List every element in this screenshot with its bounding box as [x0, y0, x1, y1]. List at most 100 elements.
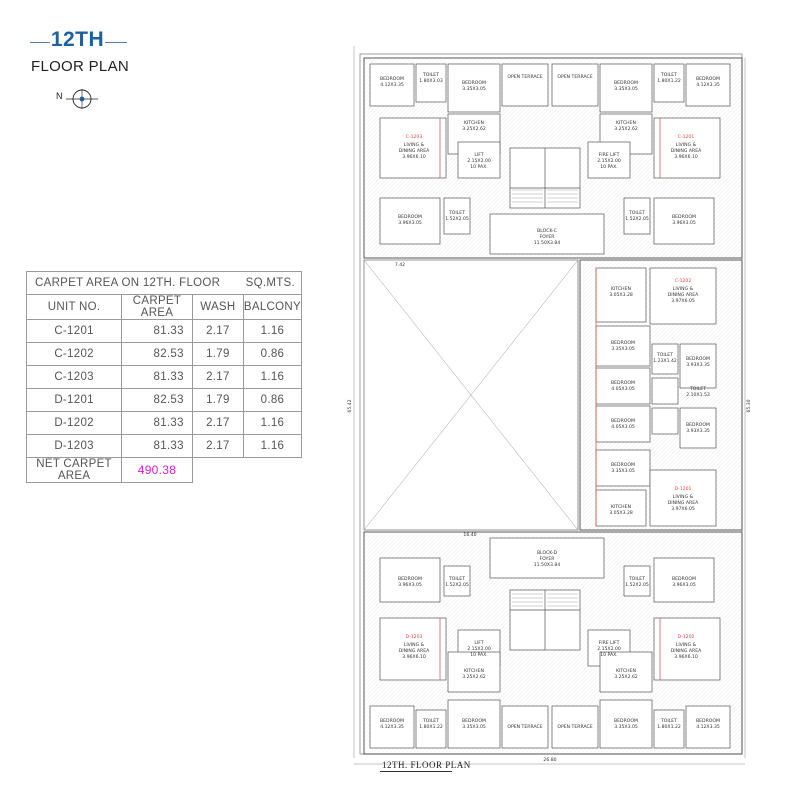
floor-number: 12TH [50, 28, 105, 51]
carpet-cell: 82.53 [121, 342, 193, 366]
carpet-cell: 81.33 [121, 411, 193, 435]
room-label: LIVING & [676, 642, 697, 648]
wash-cell: 2.17 [191, 411, 244, 435]
room-size: 3.96X3.05 [398, 220, 422, 226]
room-label: BEDROOM [462, 80, 486, 86]
unit-label: D-1203 [406, 634, 423, 640]
column-header: BALCONY [242, 294, 303, 320]
wash-cell: 2.17 [191, 434, 244, 458]
room-label: TOILET [660, 72, 677, 78]
room-label: BEDROOM [611, 340, 635, 346]
net-empty-cell [191, 457, 244, 483]
room-size: 1.80X1.22 [657, 724, 681, 730]
table-unit: SQ.MTS. [243, 271, 303, 295]
room-size: 3.96X3.05 [672, 220, 696, 226]
room-size: 3.96X6.10 [674, 154, 698, 160]
room-label: TOILET [448, 210, 465, 216]
room-label: KITCHEN [464, 668, 484, 674]
room-size: 3.93X3.35 [686, 428, 710, 434]
room-label: TOILET [422, 718, 439, 724]
room-size: 3.35X3.05 [462, 724, 486, 730]
room-label: KITCHEN [611, 286, 631, 292]
room-size: 1.52X2.05 [445, 582, 469, 588]
table-row: D-1201 82.53 1.79 0.86 [25, 388, 303, 412]
balcony-cell: 1.16 [242, 319, 303, 343]
room-label: BEDROOM [611, 380, 635, 386]
room-size: 3.35X3.05 [462, 86, 486, 92]
room-size: 4.05X3.05 [611, 424, 635, 430]
table-row: C-1203 81.33 2.17 1.16 [25, 365, 303, 389]
room-size: 3.35X3.05 [614, 724, 638, 730]
room-size: 2.15X2.00 [467, 646, 491, 652]
unit-label: C-1203 [406, 134, 423, 140]
unit-label: D-1201 [675, 486, 692, 492]
room-size: 3.25X2.62 [462, 126, 486, 132]
column-header: UNIT NO. [25, 294, 123, 320]
room-label: OPEN TERRACE [557, 724, 592, 730]
title-rule-right [105, 42, 127, 43]
room-size: 3.93X3.35 [686, 362, 710, 368]
room-size: 3.96X6.10 [402, 654, 426, 660]
room-size: 3.35X3.05 [614, 86, 638, 92]
carpet-cell: 81.33 [121, 365, 193, 389]
room-label: BEDROOM [611, 462, 635, 468]
room-label: LIVING & [673, 494, 694, 500]
room-label: TOILET [448, 576, 465, 582]
plan-caption-underline [380, 771, 452, 772]
room-size: 1.80X3.03 [419, 78, 443, 84]
room-size: 1.52X2.05 [445, 216, 469, 222]
dimension-label: 65.30 [746, 399, 752, 412]
table-row: C-1202 82.53 1.79 0.86 [25, 342, 303, 366]
dimension-label: 16.40 [463, 532, 476, 538]
room-label: BEDROOM [686, 422, 710, 428]
unit-label: C-1202 [675, 278, 692, 284]
room-size: 3.96X6.10 [402, 154, 426, 160]
room-label: TOILET [422, 72, 439, 78]
room-label: 10 PAX. [470, 164, 488, 170]
title-rule-left [30, 42, 50, 43]
room-size: 4.12X3.35 [380, 82, 404, 88]
room-size: 3.96X3.05 [398, 582, 422, 588]
room-size: 1.23X1.42 [653, 358, 677, 364]
room-size: 3.96X6.10 [674, 654, 698, 660]
room-label: LIFT [474, 152, 483, 158]
room-label: LIVING & [673, 286, 694, 292]
wash-cell: 1.79 [191, 342, 244, 366]
room-label: LIFT [474, 640, 483, 646]
room-label: TOILET [656, 352, 673, 358]
balcony-cell: 1.16 [242, 365, 303, 389]
room-size: 3.25X2.62 [462, 674, 486, 680]
room-label: KITCHEN [464, 120, 484, 126]
room-label: OPEN TERRACE [557, 74, 592, 80]
room-label: BEDROOM [398, 576, 422, 582]
room-label: OPEN TERRACE [507, 724, 542, 730]
room-size: 2.15X2.00 [597, 158, 621, 164]
unit-cell: D-1202 [25, 411, 123, 435]
room-label: DINING AREA [668, 292, 699, 298]
room-label: LIVING & [404, 642, 425, 648]
room-size: 1.80X1.22 [419, 724, 443, 730]
net-empty-cell [243, 457, 302, 483]
table-row: D-1202 81.33 2.17 1.16 [25, 411, 303, 435]
room-size: 3.05X3.28 [609, 510, 633, 516]
room-label: BEDROOM [398, 214, 422, 220]
unit-cell: D-1201 [25, 388, 123, 412]
room-size: 4.05X3.05 [611, 386, 635, 392]
room-label: KITCHEN [616, 120, 636, 126]
table-heading-row: CARPET AREA ON 12TH. FLOOR SQ.MTS. [26, 271, 303, 295]
north-label: N [56, 91, 63, 101]
room-size: 3.25X2.62 [614, 674, 638, 680]
room-label: BEDROOM [696, 76, 720, 82]
room-size: 3.25X2.62 [614, 126, 638, 132]
dimension-label: 26.80 [543, 757, 556, 763]
unit-cell: C-1201 [25, 319, 123, 343]
table-header-row: UNIT NO. CARPET AREA WASH BALCONY [25, 294, 303, 320]
unit-label: C-1201 [678, 134, 695, 140]
room-size: 4.12X3.35 [380, 724, 404, 730]
room-size: 3.96X3.05 [672, 582, 696, 588]
room-label: FIRE LIFT [599, 640, 620, 646]
room-label: BEDROOM [380, 718, 404, 724]
floor-plan-drawing: BEDROOM 4.12X3.35 TOILET 1.80X3.03 BEDRO… [340, 38, 770, 778]
room-size: 1.52X2.05 [625, 582, 649, 588]
room-size: 3.97X6.05 [671, 298, 695, 304]
